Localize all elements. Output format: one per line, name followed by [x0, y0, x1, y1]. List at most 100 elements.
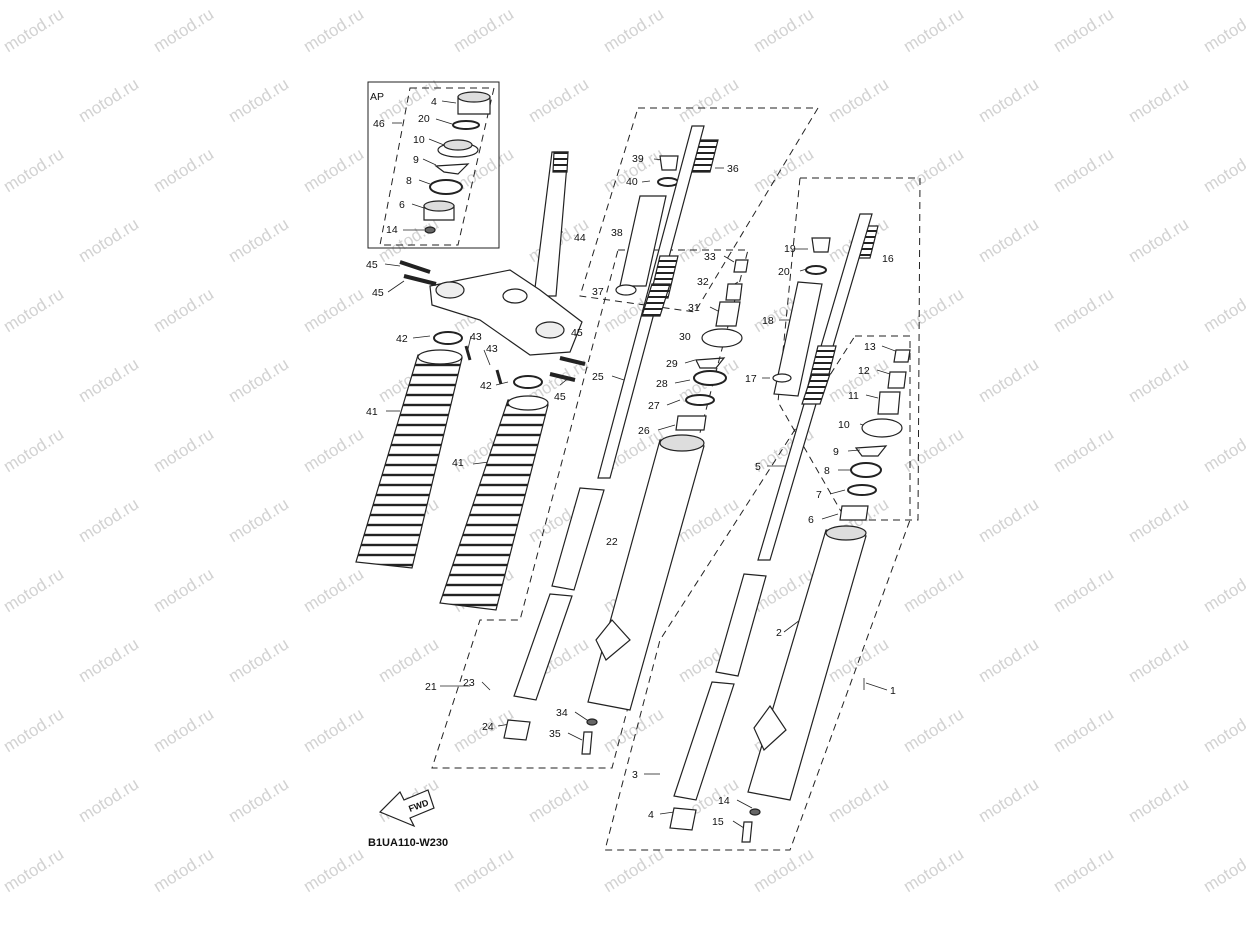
part-15-bolt	[741, 821, 753, 843]
part-43-screw-b	[495, 369, 503, 385]
callout-42-a: 42	[396, 333, 408, 345]
callout-37: 37	[592, 286, 604, 298]
part-2-outer-tube	[747, 529, 867, 801]
part-11-collar	[877, 391, 901, 415]
axle-bracket-22	[595, 619, 631, 661]
part-38-spacer	[619, 195, 667, 287]
callout-20-b: 20	[778, 266, 790, 278]
callout-21: 21	[425, 681, 437, 693]
callout-29: 29	[666, 358, 678, 370]
part-42-clamp-a	[433, 331, 463, 345]
callout-1: 1	[890, 685, 896, 697]
part-22-outer-tube	[587, 439, 705, 711]
part-19-cap-bolt	[811, 237, 831, 253]
part-4-bushing-b	[669, 807, 697, 831]
part-43-screw-a	[464, 345, 472, 361]
part-12-collar	[887, 371, 907, 389]
callout-39: 39	[632, 153, 644, 165]
group-outlines	[367, 81, 921, 851]
callout-35: 35	[549, 728, 561, 740]
callout-43-a: 43	[470, 331, 482, 343]
callout-41-a: 41	[366, 406, 378, 418]
callout-11: 11	[848, 390, 859, 402]
callout-17: 17	[745, 373, 757, 385]
fwd-arrow: FWD	[378, 789, 435, 828]
part-10-cap-b	[861, 418, 903, 438]
part-28-seal	[693, 370, 727, 386]
part-13-nut	[893, 349, 911, 363]
fork-group-1-parts	[669, 213, 911, 843]
callout-10-b: 10	[838, 419, 850, 431]
callout-16: 16	[882, 253, 894, 265]
part-20-oring	[452, 120, 480, 130]
callout-28: 28	[656, 378, 668, 390]
part-20-oring-b	[805, 265, 827, 275]
ap-inset-box	[367, 81, 500, 249]
callout-25: 25	[592, 371, 604, 383]
part-30-cap	[701, 328, 743, 348]
part-24-bushing	[503, 719, 531, 741]
part-9-clip-b	[854, 445, 888, 457]
callout-8-b: 8	[824, 465, 830, 477]
callout-6: 6	[399, 199, 405, 211]
callout-31: 31	[688, 302, 700, 314]
part-33-nut	[733, 259, 749, 273]
part-44-steering-stem	[533, 151, 569, 297]
part-45-bolt-c	[559, 356, 586, 366]
callout-4-b: 4	[648, 809, 654, 821]
part-8-seal	[429, 179, 463, 195]
callout-32: 32	[697, 276, 709, 288]
callout-40: 40	[626, 176, 638, 188]
callout-9: 9	[413, 154, 419, 166]
fork-leg-1-outline	[604, 335, 911, 851]
part-17-seat	[772, 373, 792, 383]
callout-33: 33	[704, 251, 716, 263]
damper-group-1-outline	[579, 107, 819, 313]
callout-45-a: 45	[366, 259, 378, 271]
part-9-clip	[434, 163, 470, 175]
part-21-inner-tube-upper	[551, 487, 605, 591]
callout-22: 22	[606, 536, 618, 548]
part-3-inner-tube-upper	[715, 573, 767, 677]
damper-group-2-outline	[777, 177, 921, 521]
part-45-bolt-a	[399, 260, 431, 274]
part-45-bolt-b	[403, 274, 437, 286]
callout-18: 18	[762, 315, 774, 327]
callout-42-b: 42	[480, 380, 492, 392]
callout-27: 27	[648, 400, 660, 412]
callout-34: 34	[556, 707, 568, 719]
callout-20: 20	[418, 113, 430, 125]
callout-5: 5	[755, 461, 761, 473]
part-3-inner-tube-lower	[673, 681, 735, 801]
part-40-oring	[657, 177, 679, 187]
part-8-seal-b	[850, 462, 882, 478]
callout-46: 46	[373, 118, 385, 130]
callout-4: 4	[431, 96, 437, 108]
part-29-clip	[695, 357, 726, 369]
part-35-bolt	[581, 731, 593, 755]
callout-7: 7	[816, 489, 822, 501]
part-14-washer-b	[749, 808, 761, 816]
callout-13: 13	[864, 341, 876, 353]
callout-43-b: 43	[486, 343, 498, 355]
part-26-bushing	[675, 415, 707, 431]
callout-45-c: 45	[571, 327, 583, 339]
inset-label: AP	[370, 91, 384, 103]
axle-bracket-2	[753, 704, 787, 751]
callout-45-d: 45	[554, 391, 566, 403]
steering-assembly	[399, 151, 586, 389]
part-14-washer	[424, 226, 436, 234]
part-37-seat	[615, 284, 637, 296]
fork-boots	[355, 349, 549, 611]
callout-6-b: 6	[808, 514, 814, 526]
part-41-boot-left	[355, 354, 463, 569]
part-45-bolt-d	[549, 372, 576, 382]
callout-45-b: 45	[372, 287, 384, 299]
ap-inset-dashed-outline	[379, 87, 495, 246]
callout-30: 30	[679, 331, 691, 343]
part-42-clamp-b	[513, 375, 543, 389]
part-31-collar	[715, 301, 741, 327]
callout-10: 10	[413, 134, 425, 146]
